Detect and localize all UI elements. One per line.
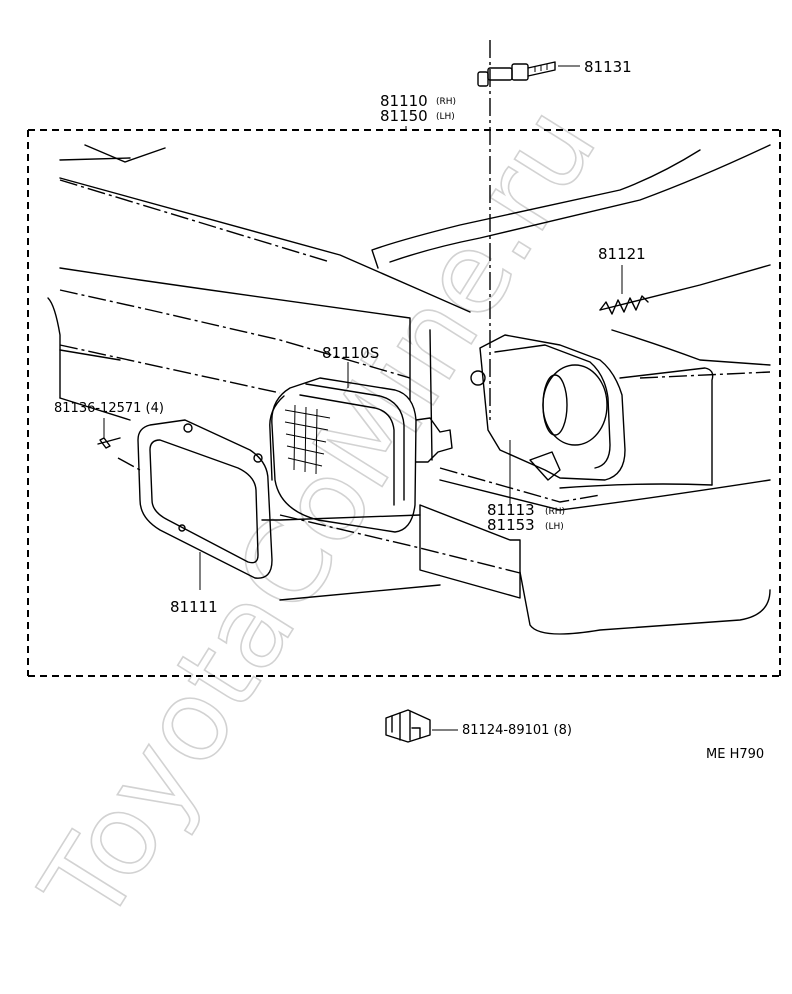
label-81113-side: (RH) [545, 507, 565, 517]
label-81121: 81121 [598, 245, 646, 263]
part-labels: 81131 81110 (RH) 81150 (LH) 81121 81110S… [54, 58, 764, 762]
label-81153-side: (LH) [545, 522, 564, 532]
clip-81124 [385, 709, 458, 743]
diagram-code: ME H790 [706, 747, 764, 762]
sealed-beam-headlamp-81110s [269, 362, 453, 533]
lens-pattern [284, 404, 331, 475]
label-81111: 81111 [170, 598, 218, 616]
label-81124: 81124-89101 (8) [462, 723, 572, 738]
label-81136: 81136-12571 (4) [54, 401, 164, 416]
headlamp-rim-81111 [137, 419, 273, 590]
label-81150: 81150 [380, 107, 428, 125]
adjusting-screw-81131 [477, 61, 580, 87]
label-81113: 81113 [487, 501, 535, 519]
label-81150-side: (LH) [436, 112, 455, 122]
label-81131: 81131 [584, 58, 632, 76]
spring-81121 [599, 265, 649, 315]
label-81110: 81110 [380, 92, 428, 110]
assembly-border [27, 126, 781, 677]
mounting-bracket-81113 [470, 334, 626, 505]
vehicle-body-outline [47, 144, 771, 635]
body-style-lines [59, 40, 771, 574]
screw-81136 [97, 418, 121, 449]
label-81153: 81153 [487, 516, 535, 534]
label-81110-side: (RH) [436, 97, 456, 107]
label-81110s: 81110S [322, 344, 379, 362]
